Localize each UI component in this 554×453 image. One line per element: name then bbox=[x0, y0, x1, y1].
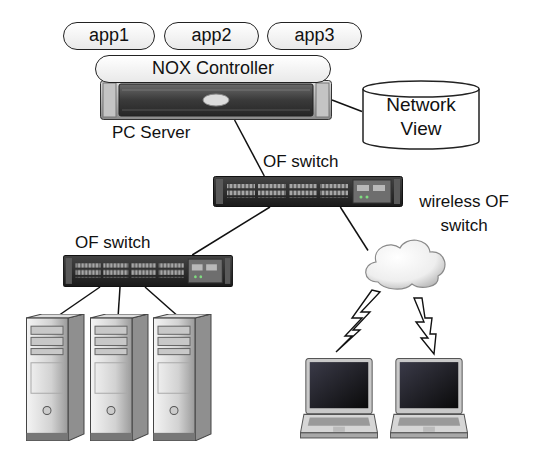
laptop bbox=[390, 359, 467, 438]
server-bezel bbox=[119, 84, 313, 116]
cylinder-body bbox=[363, 81, 479, 149]
pc-wire bbox=[55, 287, 100, 318]
switch-node: OF switch bbox=[213, 176, 403, 207]
wireless-switch-node: wireless OF switch bbox=[368, 238, 446, 288]
link-line bbox=[332, 100, 362, 112]
pc-wire bbox=[145, 287, 180, 318]
bezel-stripe bbox=[122, 90, 310, 91]
lightning-bolt bbox=[414, 298, 436, 354]
database-cylinder: Network View bbox=[362, 80, 480, 150]
device-label: PC Server bbox=[112, 121, 190, 145]
link-line bbox=[340, 207, 368, 251]
link-line bbox=[192, 207, 270, 255]
laptop bbox=[300, 359, 377, 438]
switch-node: OF switch bbox=[63, 255, 233, 287]
node-label: Network View bbox=[375, 93, 467, 141]
device-label: wireless OF switch bbox=[412, 190, 516, 238]
controller-pill: NOX Controller bbox=[95, 55, 331, 83]
device-label: OF switch bbox=[75, 231, 151, 255]
switch-wires bbox=[55, 287, 180, 318]
device-label: OF switch bbox=[263, 150, 339, 174]
server-handle bbox=[103, 83, 116, 117]
link-line bbox=[235, 120, 265, 176]
desktop-tower bbox=[90, 314, 148, 441]
server-node: PC Server bbox=[100, 80, 332, 120]
desktop-tower bbox=[153, 314, 211, 441]
app-pill: app3 bbox=[267, 22, 362, 50]
server-handle bbox=[316, 83, 329, 117]
bezel-stripe bbox=[122, 110, 310, 111]
app-pill: app1 bbox=[63, 22, 155, 50]
switch-device bbox=[214, 177, 403, 207]
server-logo bbox=[203, 94, 229, 106]
server-chassis bbox=[101, 81, 332, 120]
node-label: app1 bbox=[89, 26, 129, 46]
app-pill: app2 bbox=[164, 22, 259, 50]
pc-wire bbox=[118, 287, 120, 318]
node-label: app3 bbox=[294, 26, 334, 46]
node-label: NOX Controller bbox=[152, 59, 274, 79]
rack-server bbox=[101, 81, 332, 120]
node-label: app2 bbox=[191, 26, 231, 46]
lightning-bolt bbox=[336, 290, 380, 352]
desktop-tower bbox=[26, 314, 84, 441]
switch-device bbox=[63, 256, 232, 287]
wireless-router bbox=[366, 240, 445, 289]
